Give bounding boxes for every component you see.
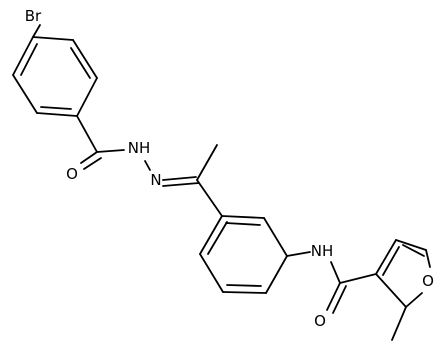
bond	[265, 255, 288, 294]
aromatic-inner-bond	[70, 47, 91, 79]
bromine-label: Br	[25, 7, 42, 25]
methylfuran-ring	[375, 239, 431, 308]
bond	[76, 115, 98, 153]
bond	[425, 249, 431, 268]
bond-methyl	[391, 306, 407, 341]
aromatic-inner-bond	[40, 106, 72, 110]
bond	[76, 77, 98, 117]
bond	[72, 39, 98, 79]
bond	[375, 239, 397, 275]
bond	[222, 291, 267, 294]
aromatic-inner-bond	[207, 221, 228, 255]
bond	[32, 36, 74, 41]
hydrazone-n-left-label: N	[150, 171, 161, 189]
bond	[96, 149, 125, 153]
aromatic-inner-bond	[226, 284, 262, 287]
bond-carbonyl-1	[80, 151, 98, 164]
bond	[199, 215, 223, 255]
bond	[375, 273, 407, 308]
aromatic-inner-bond	[20, 43, 38, 76]
aromatic-inner-bond	[225, 222, 261, 226]
carbonyl-oxygen-2-label: O	[314, 312, 326, 330]
bond	[36, 112, 78, 117]
central-phenyl-ring	[199, 215, 288, 294]
aromatic-inner-bond	[402, 244, 425, 257]
hydrazide-nh-label: NH	[128, 139, 151, 157]
furan-oxygen-label: O	[422, 272, 434, 290]
bond	[12, 74, 38, 114]
bond	[12, 36, 34, 76]
bond	[221, 215, 265, 219]
bond	[405, 292, 423, 308]
bond-imine	[162, 176, 197, 181]
bond	[196, 179, 223, 217]
bond	[199, 253, 224, 293]
bond	[339, 273, 377, 284]
bond	[330, 261, 341, 284]
atom-labels: Br NH N N O NH O O	[25, 7, 434, 330]
bond-carbonyl-2	[326, 282, 341, 311]
aromatic-inner-bond	[382, 246, 400, 276]
bond-c-br	[32, 24, 41, 38]
bromophenyl-ring	[12, 36, 98, 117]
bond	[286, 251, 311, 257]
bond	[395, 239, 427, 251]
bond-carbonyl-2	[332, 285, 347, 314]
bond	[263, 217, 288, 257]
bond-methyl	[196, 144, 218, 181]
bond-carbonyl-1	[83, 157, 102, 170]
amide-nh-label: NH	[311, 242, 334, 260]
bond	[144, 160, 151, 171]
bond-imine	[162, 182, 200, 187]
carbonyl-oxygen-1-label: O	[66, 165, 78, 183]
